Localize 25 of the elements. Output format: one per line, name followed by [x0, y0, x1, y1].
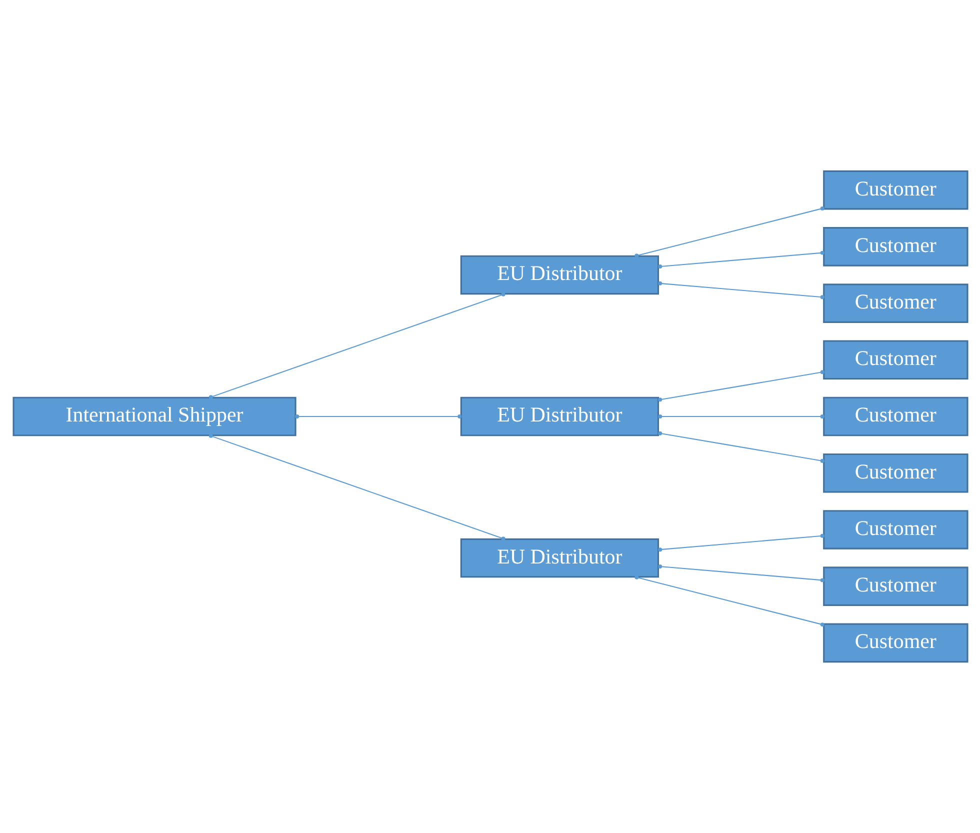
connector: [658, 281, 824, 300]
connector: [294, 414, 462, 418]
node-box: Customer: [822, 566, 968, 606]
node-box: EU Distributor: [460, 538, 659, 578]
node-box: EU Distributor: [460, 255, 659, 295]
connector: [658, 370, 824, 402]
connector: [658, 250, 824, 269]
connector: [658, 414, 824, 418]
node-box: EU Distributor: [460, 396, 659, 436]
node-box: International Shipper: [12, 396, 296, 436]
node-box: Customer: [822, 340, 968, 380]
connector: [658, 564, 824, 582]
connector: [208, 292, 505, 400]
connector: [208, 434, 505, 541]
node-box: Customer: [822, 284, 968, 323]
connector: [634, 206, 824, 258]
node-box: Customer: [822, 453, 968, 493]
node-box: Customer: [822, 227, 968, 266]
node-box: Customer: [822, 170, 968, 210]
node-box: Customer: [822, 396, 968, 436]
connector: [634, 575, 824, 627]
connector: [658, 431, 824, 463]
node-box: Customer: [822, 510, 968, 550]
node-box: Customer: [822, 623, 968, 663]
connector: [658, 534, 824, 552]
